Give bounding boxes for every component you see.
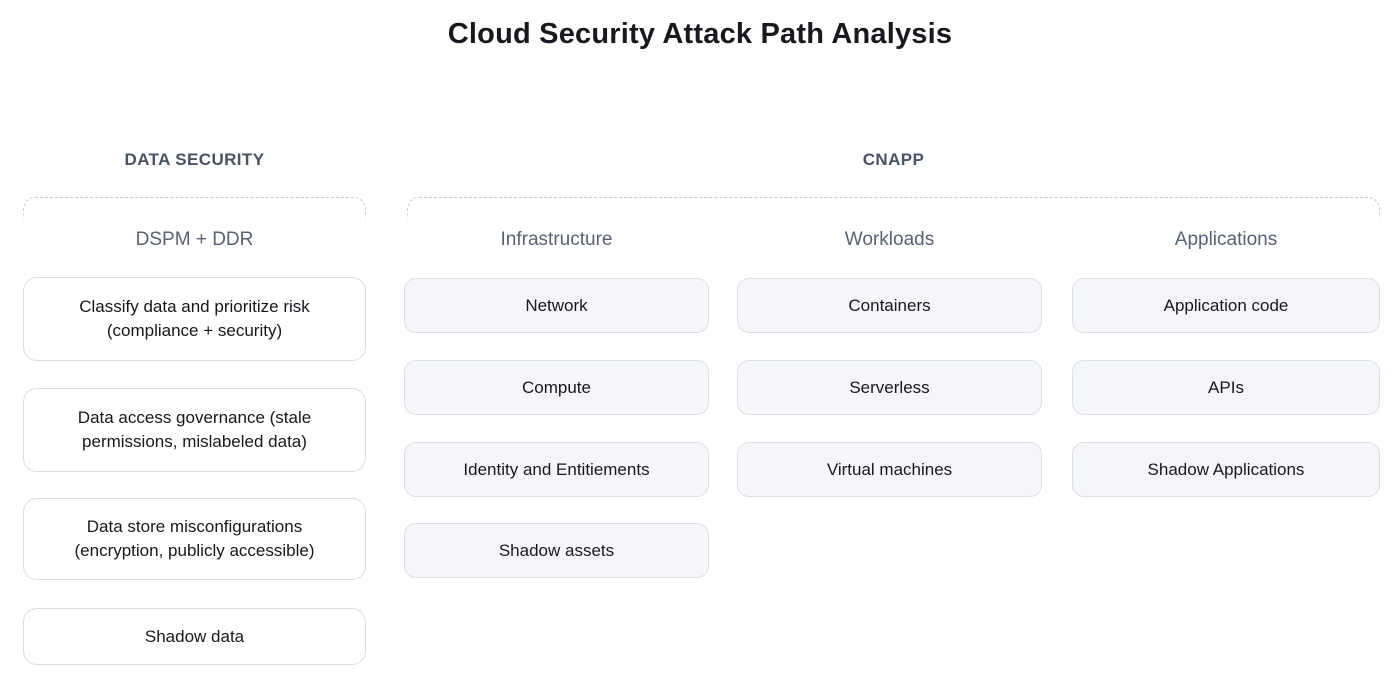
box-data-access-governance: Data access governance (stale permission…: [23, 388, 366, 472]
column-header-workloads: Workloads: [844, 229, 935, 250]
box-compute: Compute: [404, 360, 709, 415]
box-identity-entitlements: Identity and Entitiements: [404, 442, 709, 497]
column-header-dspm-ddr: DSPM + DDR: [135, 229, 254, 250]
box-virtual-machines: Virtual machines: [737, 442, 1042, 497]
cnapp-dashed-bracket: [407, 197, 1380, 223]
data-security-dashed-bracket: [23, 197, 366, 223]
box-apis: APIs: [1072, 360, 1380, 415]
box-application-code: Application code: [1072, 278, 1380, 333]
group-label-cnapp: CNAPP: [862, 150, 925, 169]
box-shadow-applications: Shadow Applications: [1072, 442, 1380, 497]
box-shadow-data: Shadow data: [23, 608, 366, 665]
page-title: Cloud Security Attack Path Analysis: [447, 18, 953, 50]
box-data-store-misconfigurations: Data store misconfigurations (encryption…: [23, 498, 366, 580]
box-shadow-assets: Shadow assets: [404, 523, 709, 578]
column-header-applications: Applications: [1174, 229, 1278, 250]
column-header-infrastructure: Infrastructure: [500, 229, 613, 250]
box-network: Network: [404, 278, 709, 333]
box-serverless: Serverless: [737, 360, 1042, 415]
box-containers: Containers: [737, 278, 1042, 333]
group-label-data-security: DATA SECURITY: [124, 150, 265, 169]
box-classify-data: Classify data and prioritize risk (compl…: [23, 277, 366, 361]
